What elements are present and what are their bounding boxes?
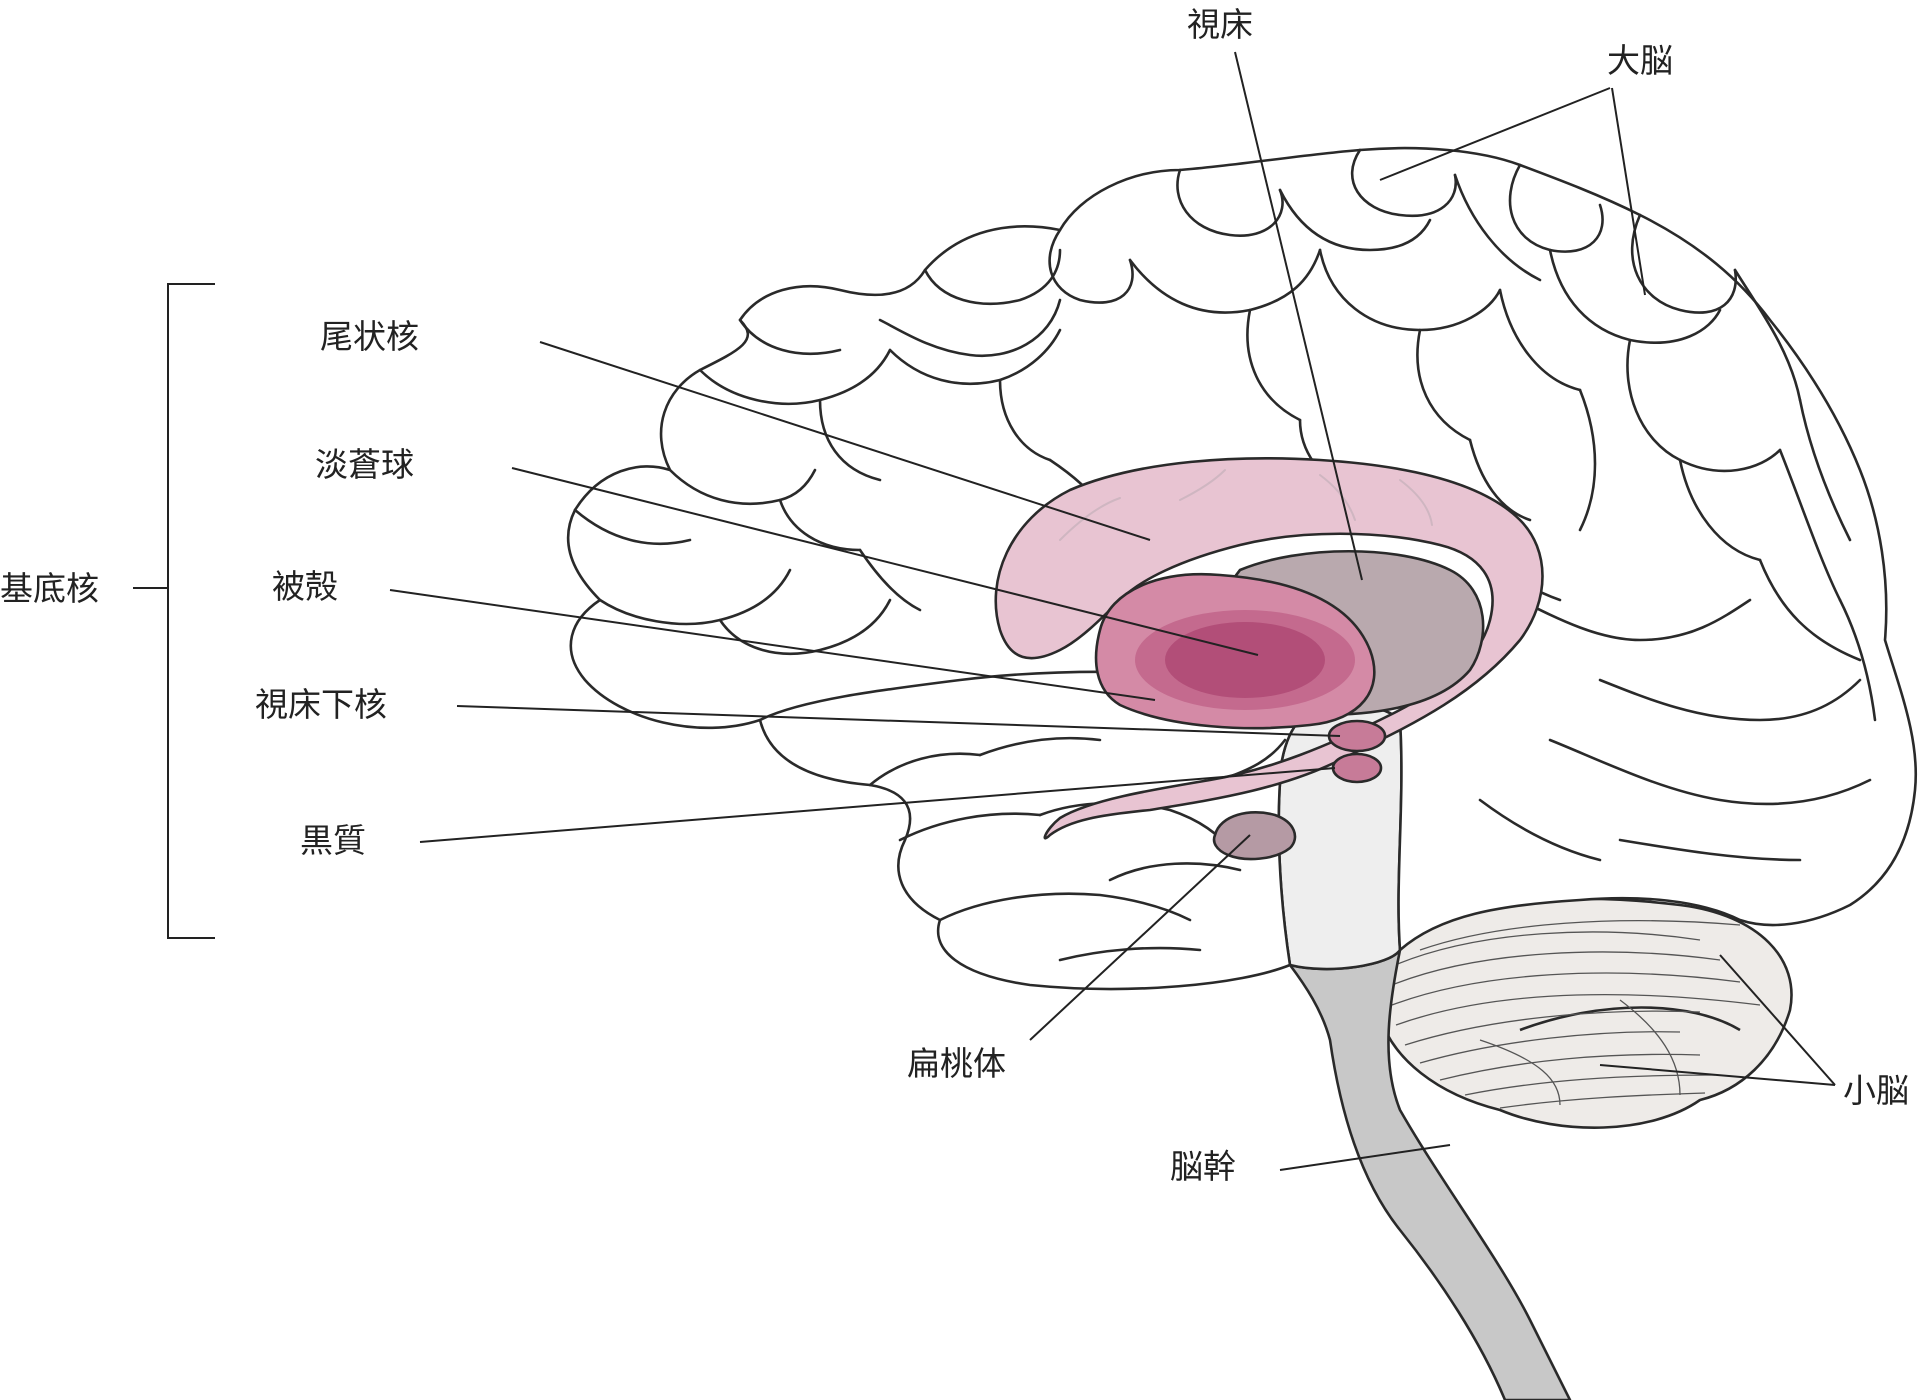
label-amygdala: 扁桃体 — [907, 1044, 1006, 1083]
label-putamen: 被殻 — [272, 567, 338, 606]
label-basal-ganglia: 基底核 — [0, 569, 99, 608]
label-caudate-nucleus: 尾状核 — [320, 317, 419, 356]
leader-lines — [133, 51, 1836, 1171]
labels: 視床 大脳 尾状核 淡蒼球 基底核 被殻 視床下核 黒質 扁桃体 脳幹 小脳 — [0, 5, 1909, 1186]
label-subthalamic-nucleus: 視床下核 — [255, 685, 387, 724]
cerebellum — [1372, 897, 1793, 1129]
label-thalamus: 視床 — [1187, 5, 1253, 44]
cerebral-gyri — [573, 148, 1877, 962]
label-substantia-nigra: 黒質 — [300, 821, 366, 860]
label-cerebrum: 大脳 — [1607, 41, 1673, 80]
label-globus-pallidus: 淡蒼球 — [315, 445, 414, 484]
basal-ganglia-structures — [994, 457, 1544, 861]
caudate-nucleus — [994, 457, 1544, 840]
amygdala — [1212, 811, 1297, 861]
label-brainstem: 脳幹 — [1170, 1147, 1236, 1186]
cerebellum-folia — [1391, 920, 1761, 1109]
substantia-nigra — [1331, 752, 1383, 784]
label-cerebellum: 小脳 — [1843, 1071, 1909, 1110]
globus-pallidus — [1165, 622, 1325, 698]
